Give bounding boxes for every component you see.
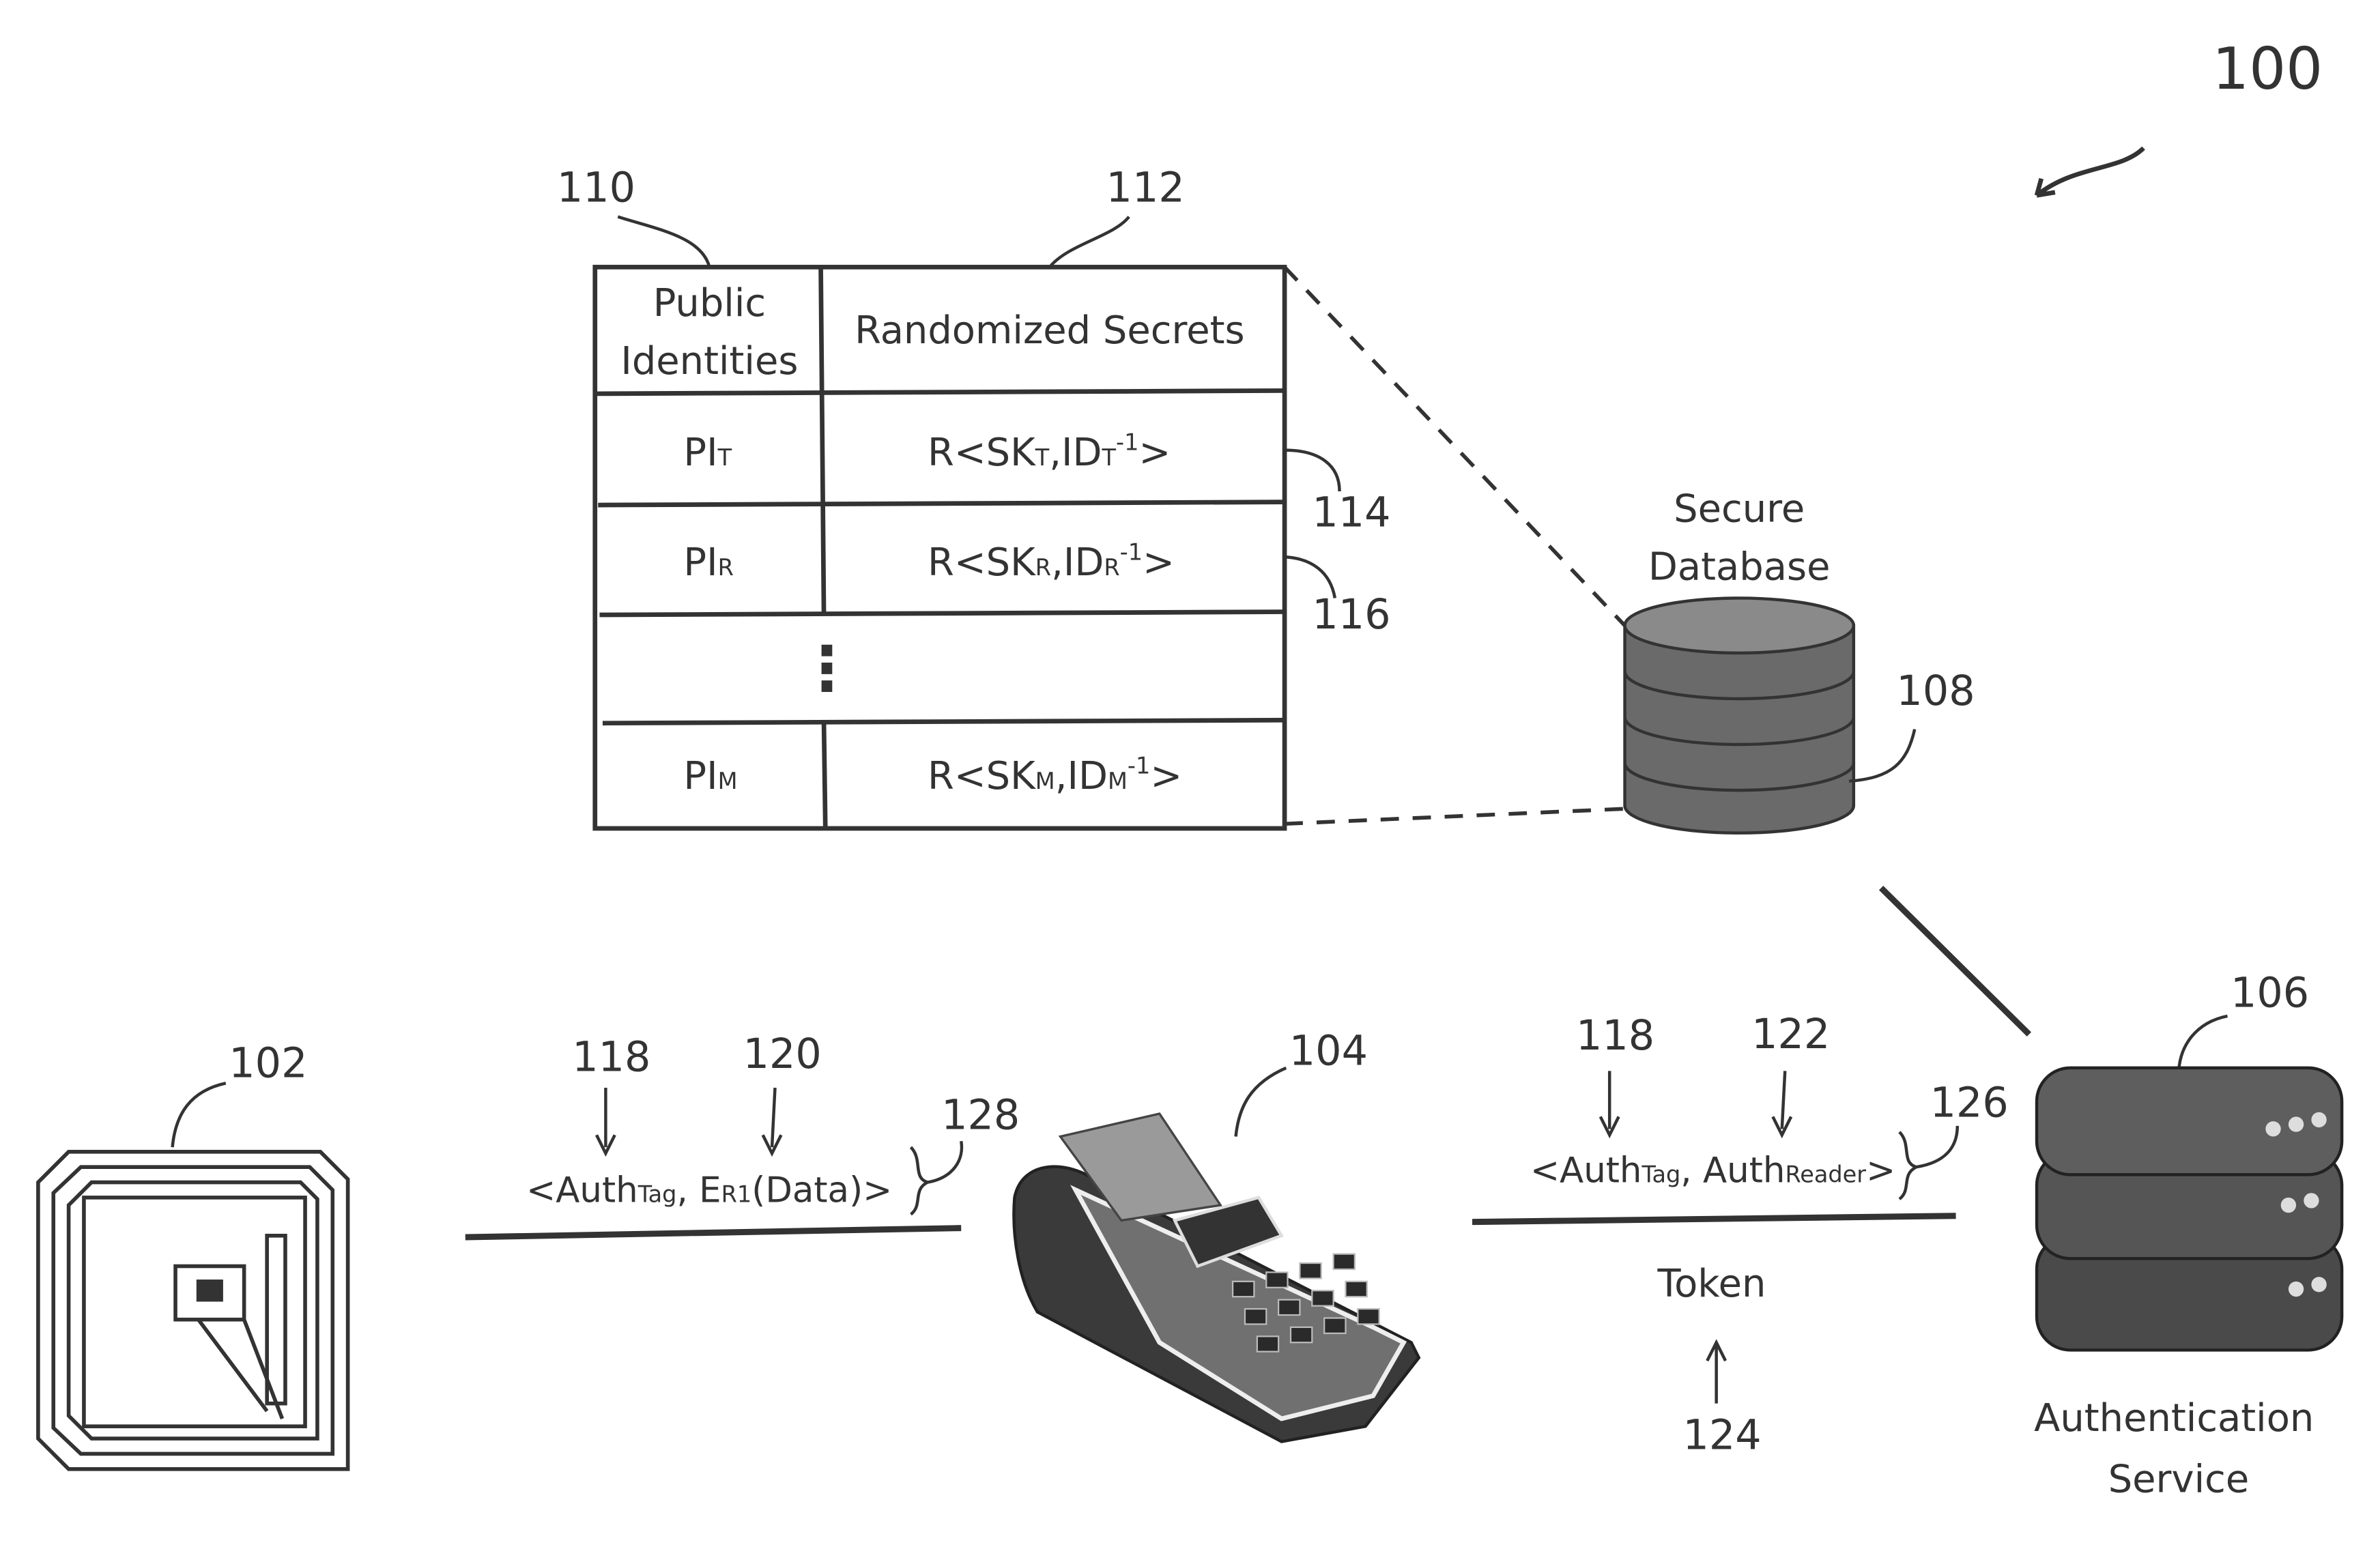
- figure-number: 100: [2212, 35, 2323, 103]
- auth-service-label-line1: Authentication: [2034, 1396, 2314, 1441]
- table-row: PIT R<SKT,IDT-1>: [683, 429, 1171, 475]
- svg-text:PIT: PIT: [683, 431, 732, 475]
- header-public-identities-line2: Identities: [620, 339, 798, 384]
- ref-114: 114: [1312, 489, 1390, 536]
- figure-arrow-icon: [2034, 146, 2145, 198]
- ref-108: 108: [1896, 667, 1975, 715]
- database-label-line1: Secure: [1674, 487, 1805, 532]
- secrets-table: Public Identities Randomized Secrets PIT…: [592, 265, 1287, 831]
- svg-text:R<SKR,IDR-1>: R<SKR,IDR-1>: [928, 539, 1175, 585]
- ref-112: 112: [1106, 164, 1185, 212]
- database-service-link: [1878, 885, 2032, 1037]
- svg-text:R<SKT,IDT-1>: R<SKT,IDT-1>: [928, 429, 1171, 475]
- server-stack-icon: [2035, 1066, 2344, 1352]
- ref-122: 122: [1751, 1011, 1830, 1058]
- rfid-tag-icon: [36, 1150, 350, 1471]
- header-public-identities-line1: Public: [653, 281, 766, 326]
- table-row: PIM R<SKM,IDM-1>: [683, 753, 1182, 798]
- ref-118-right: 118: [1576, 1012, 1654, 1060]
- svg-text:PIR: PIR: [683, 540, 733, 585]
- ref-126: 126: [1930, 1079, 2009, 1127]
- ref-128: 128: [941, 1091, 1020, 1139]
- message-left: <AuthTag, ER1(Data)>: [526, 1170, 892, 1211]
- reader-service-link: [1472, 1213, 1956, 1226]
- ref-102: 102: [229, 1039, 307, 1087]
- ref-106: 106: [2231, 969, 2309, 1017]
- header-randomized-secrets: Randomized Secrets: [855, 308, 1245, 353]
- card-reader-icon: [1012, 1112, 1421, 1443]
- ref-120: 120: [743, 1030, 822, 1078]
- projection-line: [1283, 265, 1626, 627]
- ref-110: 110: [557, 164, 635, 212]
- database-label-line2: Database: [1648, 545, 1831, 590]
- svg-text:R<SKM,IDM-1>: R<SKM,IDM-1>: [928, 753, 1182, 798]
- table-row: PIR R<SKR,IDR-1>: [683, 539, 1175, 585]
- message-right: <AuthTag, AuthReader>: [1530, 1151, 1895, 1191]
- database-icon: [1623, 596, 1856, 835]
- token-label: Token: [1657, 1262, 1766, 1306]
- projection-line: [1284, 807, 1630, 826]
- tag-reader-link: [465, 1225, 962, 1241]
- table-ellipsis: ⋮: [797, 634, 857, 705]
- ref-118-left: 118: [572, 1033, 650, 1081]
- auth-service-label-line2: Service: [2108, 1457, 2250, 1501]
- ref-116: 116: [1312, 591, 1390, 639]
- svg-text:PIM: PIM: [683, 754, 737, 798]
- ref-104: 104: [1289, 1027, 1368, 1075]
- ref-124: 124: [1682, 1412, 1761, 1460]
